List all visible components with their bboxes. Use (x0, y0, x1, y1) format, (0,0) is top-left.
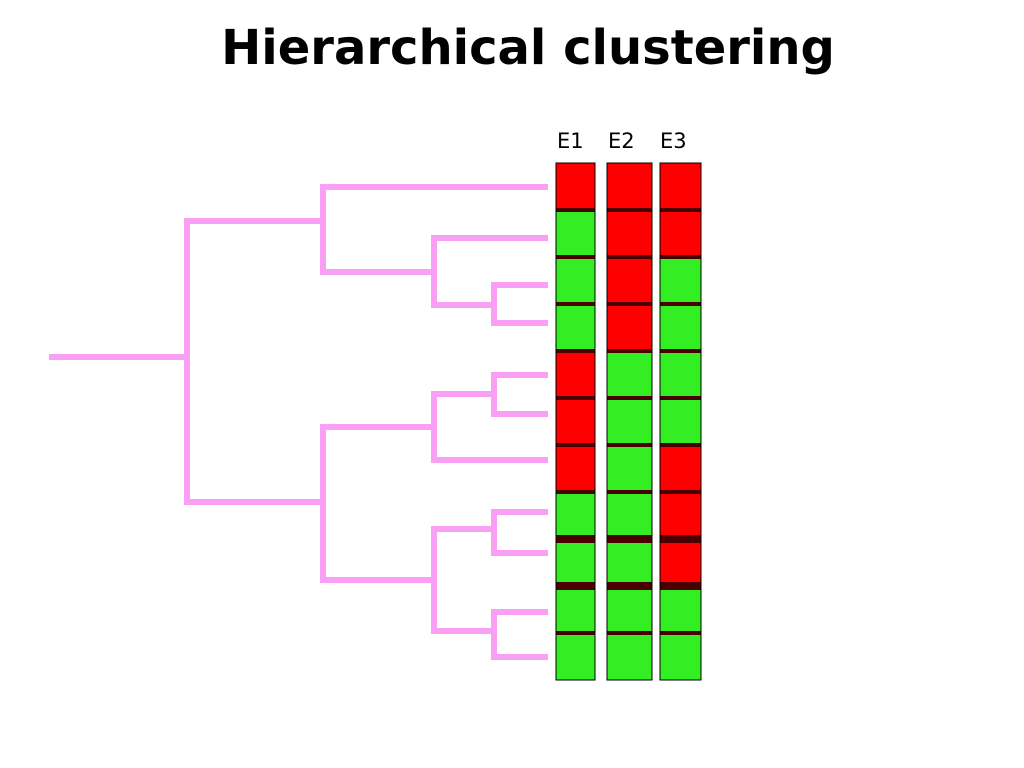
row-separator (607, 302, 652, 306)
row-separator (660, 255, 701, 259)
row-separator (660, 490, 701, 494)
heatmap-cell (660, 445, 701, 492)
heatmap-cell (556, 633, 595, 680)
row-separator (556, 631, 595, 635)
heatmap-cell (660, 257, 701, 304)
heatmap-cell (556, 398, 595, 445)
heatmap-cell (556, 539, 595, 586)
row-separator (660, 208, 701, 212)
row-separator (607, 443, 652, 447)
row-separator (607, 582, 652, 590)
heatmap-cell (607, 351, 652, 398)
heatmap (555, 162, 702, 681)
heatmap-cell (556, 351, 595, 398)
row-separator (556, 535, 595, 543)
row-separator (660, 396, 701, 400)
row-separator (556, 582, 595, 590)
heatmap-column-border (606, 162, 653, 681)
row-separator (607, 490, 652, 494)
dendrogram (49, 184, 548, 660)
heatmap-cell (660, 539, 701, 586)
heatmap-cell (607, 257, 652, 304)
column-label-e1: E1 (557, 129, 584, 153)
row-separator (660, 535, 701, 543)
row-separator (607, 208, 652, 212)
heatmap-cell (660, 163, 701, 210)
heatmap-cell (607, 586, 652, 633)
heatmap-cell (660, 304, 701, 351)
heatmap-cell (556, 586, 595, 633)
heatmap-cell (556, 445, 595, 492)
slide-title: Hierarchical clustering (221, 20, 835, 76)
heatmap-cell (556, 492, 595, 539)
row-separator (660, 349, 701, 353)
heatmap-cell (607, 163, 652, 210)
heatmap-column-border (659, 162, 702, 681)
heatmap-column-border (555, 162, 596, 681)
column-label-e2: E2 (608, 129, 635, 153)
heatmap-cell (660, 210, 701, 257)
row-separator (556, 443, 595, 447)
row-separator (607, 631, 652, 635)
heatmap-cell (556, 304, 595, 351)
row-separator (556, 302, 595, 306)
heatmap-cell (607, 492, 652, 539)
heatmap-cell (556, 257, 595, 304)
heatmap-cell (607, 210, 652, 257)
heatmap-cell (607, 304, 652, 351)
heatmap-cell (660, 351, 701, 398)
heatmap-cell (607, 445, 652, 492)
row-separator (607, 396, 652, 400)
heatmap-cell (660, 586, 701, 633)
heatmap-cell (607, 539, 652, 586)
row-separator (607, 255, 652, 259)
row-separator (660, 631, 701, 635)
heatmap-cell (660, 633, 701, 680)
row-separator (556, 208, 595, 212)
heatmap-cell (607, 633, 652, 680)
row-separator (660, 302, 701, 306)
row-separator (607, 535, 652, 543)
row-separator (660, 443, 701, 447)
row-separator (607, 349, 652, 353)
heatmap-cell (607, 398, 652, 445)
column-label-e3: E3 (660, 129, 687, 153)
heatmap-cell (556, 210, 595, 257)
heatmap-cell (556, 163, 595, 210)
row-separator (556, 349, 595, 353)
row-separator (660, 582, 701, 590)
row-separator (556, 396, 595, 400)
row-separator (556, 490, 595, 494)
row-separator (556, 255, 595, 259)
heatmap-cell (660, 398, 701, 445)
heatmap-cell (660, 492, 701, 539)
